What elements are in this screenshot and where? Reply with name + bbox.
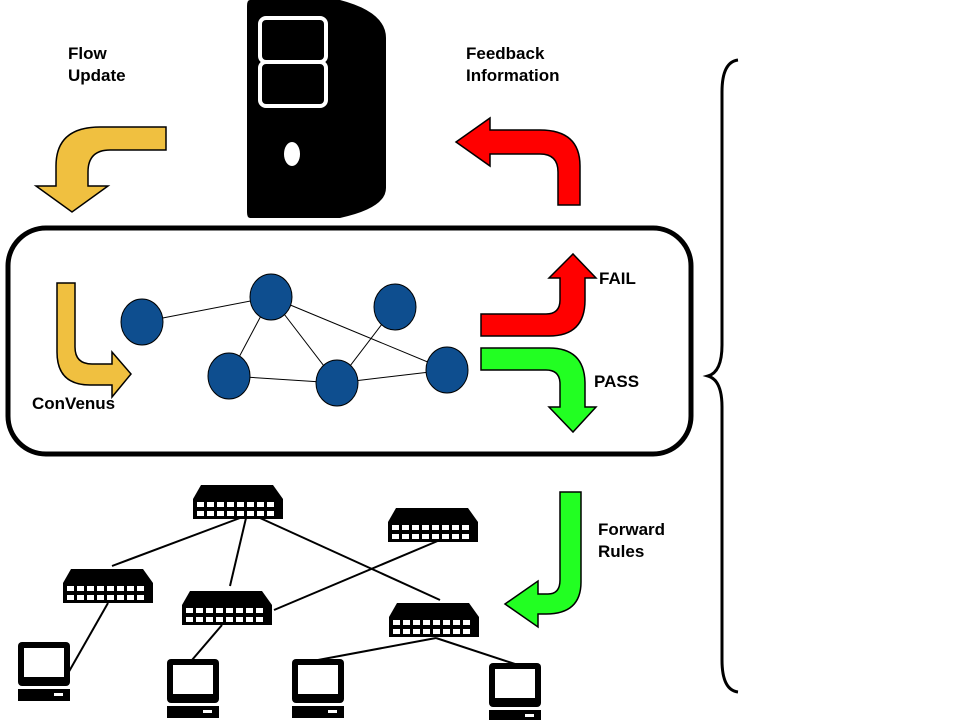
feedback-label-line2: Information	[466, 66, 560, 85]
feedback-label-line1: Feedback	[466, 44, 545, 63]
graph-nodes	[120, 273, 469, 407]
fail-label: FAIL	[599, 269, 636, 288]
forward-rules-arrow	[503, 491, 582, 629]
graph-node	[425, 346, 469, 394]
forward-rules-label-line2: Rules	[598, 542, 644, 561]
switch-icon	[193, 485, 283, 519]
computer-icon	[489, 663, 541, 720]
computer-icon	[167, 659, 219, 718]
computer-icon	[18, 642, 70, 701]
flow-update-arrow	[33, 126, 167, 213]
forward-rules-label-line1: Forward	[598, 520, 665, 539]
switch-icon	[182, 591, 272, 625]
graph-node	[207, 352, 251, 400]
switch-icon	[389, 603, 479, 637]
network-links	[66, 517, 519, 676]
graph-node	[249, 273, 293, 321]
right-brace	[702, 58, 739, 694]
flow-update-label-line1: Flow	[68, 44, 107, 63]
switch-icon	[63, 569, 153, 603]
server-icon	[247, 0, 386, 218]
switch-icon	[388, 508, 478, 542]
computer-icon	[292, 659, 344, 718]
graph-node	[120, 298, 164, 346]
flow-update-label-line2: Update	[68, 66, 126, 85]
feedback-arrow	[454, 116, 581, 206]
pass-label: PASS	[594, 372, 639, 391]
convenus-label: ConVenus	[32, 394, 115, 413]
fail-arrow	[480, 252, 598, 337]
convenus-input-arrow	[56, 282, 132, 400]
graph-node	[373, 283, 417, 331]
graph-node	[315, 359, 359, 407]
pass-arrow	[480, 347, 598, 434]
convenus-box	[5, 225, 694, 457]
